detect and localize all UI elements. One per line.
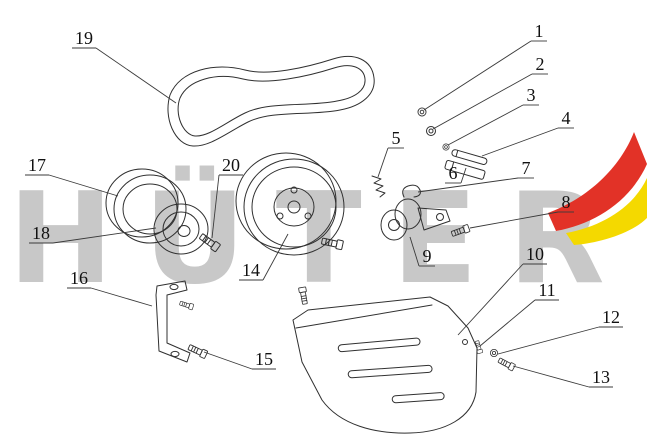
- callout-18: 18: [29, 223, 157, 244]
- logo-red-ribbon: [548, 132, 647, 231]
- callout-2: 2: [432, 54, 548, 130]
- parts-layer: [105, 55, 516, 434]
- callout-label: 13: [592, 367, 610, 387]
- spring: [371, 175, 386, 198]
- logo-yellow-ribbon: [566, 178, 647, 245]
- callout-leader-line: [460, 167, 467, 184]
- pulley-inner: [153, 203, 209, 255]
- callout-label: 8: [562, 192, 571, 212]
- callout-leader-line: [469, 211, 559, 229]
- callout-leader-line: [203, 351, 253, 370]
- callout-19: 19: [72, 28, 177, 104]
- pin: [451, 149, 488, 165]
- callout-17: 17: [25, 155, 119, 197]
- callout-13: 13: [512, 365, 613, 388]
- main-pulley: [235, 152, 345, 256]
- callout-label: 10: [526, 244, 544, 264]
- callout-leader-line: [409, 236, 420, 267]
- callout-leader-line: [512, 365, 590, 388]
- callout-20: 20: [211, 155, 243, 239]
- callout-leader-line: [481, 127, 559, 157]
- callout-label: 12: [602, 307, 620, 327]
- callout-leader-line: [417, 177, 519, 193]
- callout-leader-line: [479, 299, 536, 347]
- callout-label: 2: [536, 54, 545, 74]
- mounting-bracket: [155, 280, 191, 363]
- callout-label: 17: [28, 155, 46, 175]
- hook-clip: [402, 184, 421, 198]
- callout-leader-line: [377, 147, 389, 178]
- callout-7: 7: [417, 158, 534, 193]
- guard-screw: [474, 340, 484, 355]
- callout-8: 8: [469, 192, 574, 229]
- callout-label: 14: [242, 260, 260, 280]
- callout-label: 7: [522, 158, 531, 178]
- huter-watermark-text: HÜTER: [8, 164, 635, 312]
- tensioner-assembly: [380, 198, 451, 241]
- callout-label: 16: [70, 268, 88, 288]
- callout-4: 4: [481, 108, 574, 157]
- callout-label: 15: [255, 349, 273, 369]
- drive-belt: [167, 55, 375, 147]
- callout-leader-line: [90, 287, 153, 307]
- callout-15: 15: [203, 349, 276, 370]
- callout-leader-line: [262, 233, 289, 281]
- callout-11: 11: [479, 280, 559, 347]
- callout-label: 5: [392, 128, 401, 148]
- callout-5: 5: [377, 128, 404, 178]
- callout-6: 6: [445, 163, 467, 184]
- callout-label: 19: [75, 28, 93, 48]
- callout-leader-line: [48, 174, 119, 197]
- callout-label: 18: [32, 223, 50, 243]
- callout-leader-line: [95, 47, 177, 104]
- callout-leader-line: [211, 174, 220, 239]
- callout-leader-line: [457, 263, 524, 336]
- callout-3: 3: [447, 85, 539, 146]
- guard-bolt: [496, 356, 516, 372]
- callout-leader-line: [432, 73, 533, 130]
- callout-label: 11: [538, 280, 555, 300]
- callout-9: 9: [409, 236, 435, 267]
- callout-1: 1: [423, 21, 547, 111]
- callout-16: 16: [67, 268, 153, 307]
- callout-12: 12: [497, 307, 623, 355]
- callout-leader-line: [447, 104, 524, 146]
- brand-logo: [548, 132, 647, 245]
- callout-leader-line: [52, 227, 157, 244]
- callout-leader-line: [497, 326, 600, 355]
- callout-label: 9: [423, 246, 432, 266]
- callout-label: 4: [562, 108, 571, 128]
- bracket-bottom-bolt: [186, 342, 209, 360]
- guard-washer: [489, 348, 499, 358]
- callout-label: 6: [449, 163, 458, 183]
- callout-10: 10: [457, 244, 547, 336]
- pulley-outer: [105, 168, 187, 244]
- callout-label: 20: [222, 155, 240, 175]
- belt-guard: [292, 296, 478, 434]
- callout-label: 3: [527, 85, 536, 105]
- callout-14: 14: [239, 233, 289, 281]
- callout-leader-line: [423, 40, 532, 111]
- callout-label: 1: [535, 21, 544, 41]
